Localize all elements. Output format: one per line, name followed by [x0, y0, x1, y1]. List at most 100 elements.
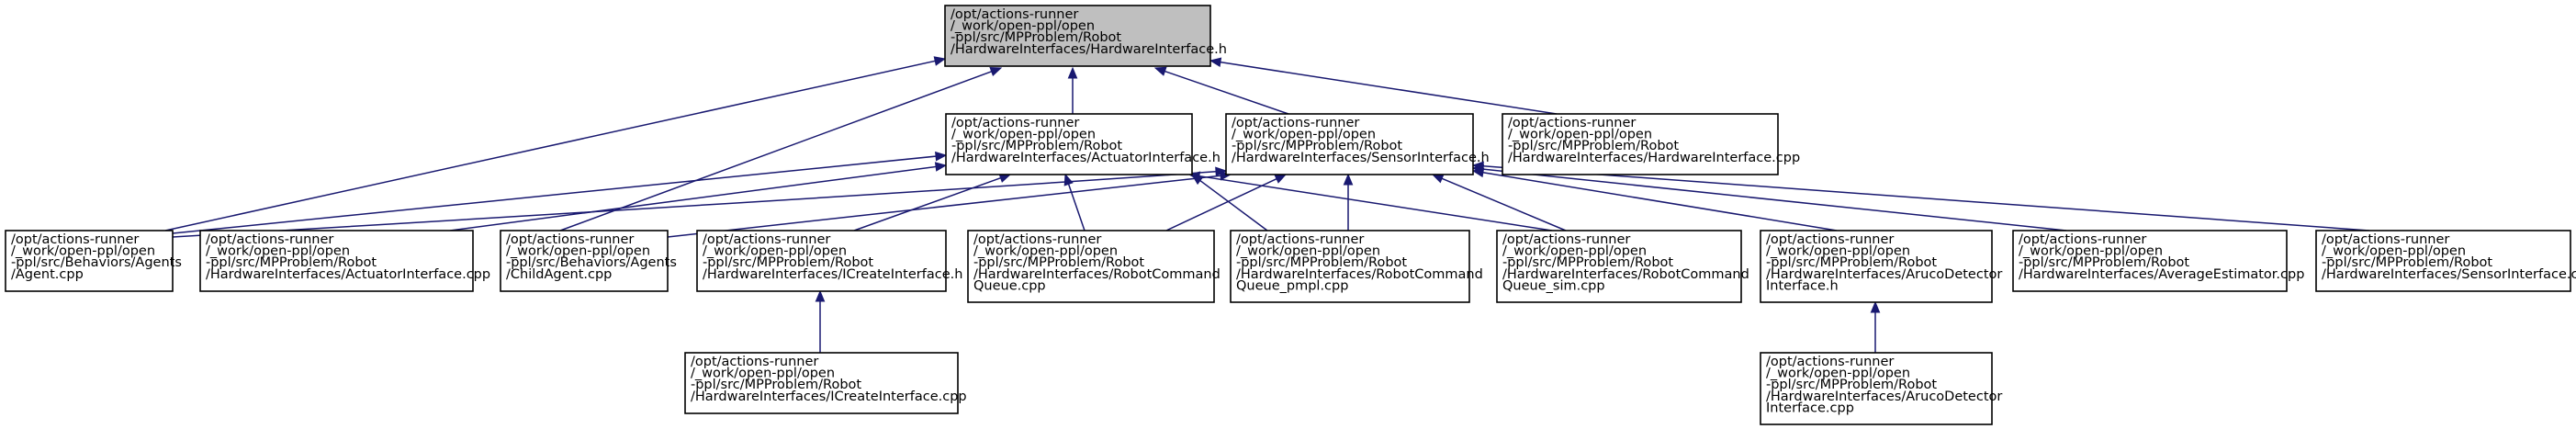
arrowhead-icon — [1870, 300, 1881, 313]
node-label-line: /_work/open-ppl/open — [2019, 244, 2163, 259]
node-label-line: /opt/actions-runner — [206, 232, 333, 247]
node-box — [944, 5, 1211, 67]
edge-icreate_cpp-to-icreate_h — [815, 289, 826, 353]
node-hw_h[interactable]: /opt/actions-runner/_work/open-ppl/open-… — [944, 5, 1227, 67]
node-sens_h[interactable]: /opt/actions-runner/_work/open-ppl/open-… — [1225, 113, 1490, 175]
node-sens_cpp[interactable]: /opt/actions-runner/_work/open-ppl/open-… — [2315, 230, 2576, 292]
edge-aruco_h-to-sens_h — [1471, 167, 1838, 231]
node-avg[interactable]: /opt/actions-runner/_work/open-ppl/open-… — [2012, 230, 2304, 292]
node-aruco_h[interactable]: /opt/actions-runner/_work/open-ppl/open-… — [1760, 230, 2002, 303]
node-label-line: /HardwareInterfaces/ArucoDetector — [1766, 267, 2002, 282]
node-label-line: /_work/open-ppl/open — [11, 244, 155, 259]
node-label-line: -ppl/src/Behaviors/Agents — [11, 255, 182, 270]
node-box — [1225, 113, 1474, 175]
node-label-line: /opt/actions-runner — [1236, 232, 1364, 247]
edge-line — [172, 171, 1217, 238]
edge-aruco_cpp-to-aruco_h — [1870, 300, 1881, 353]
arrowhead-icon — [1431, 174, 1445, 184]
node-label-line: /opt/actions-runner — [973, 232, 1101, 247]
node-label-line: /opt/actions-runner — [1502, 232, 1630, 247]
node-aruco_cpp[interactable]: /opt/actions-runner/_work/open-ppl/open-… — [1760, 352, 2002, 425]
edge-line — [1482, 168, 2067, 231]
node-agent[interactable]: /opt/actions-runner/_work/open-ppl/open-… — [5, 230, 182, 292]
node-label-line: /_work/open-ppl/open — [506, 244, 650, 259]
node-box — [2012, 230, 2288, 292]
node-label-line: /_work/open-ppl/open — [1766, 367, 1910, 381]
edge-rcq_pmpl-to-act_h — [1190, 174, 1268, 231]
node-label-line: /opt/actions-runner — [1766, 232, 1894, 247]
node-label-line: Interface.h — [1766, 278, 1839, 293]
edge-line — [667, 175, 1221, 238]
node-label-line: /HardwareInterfaces/SensorInterface.h — [1232, 151, 1490, 165]
node-rcq_sim[interactable]: /opt/actions-runner/_work/open-ppl/open-… — [1496, 230, 1749, 303]
node-label-line: /HardwareInterfaces/ICreateInterface.h — [703, 267, 962, 282]
arrowhead-icon — [815, 289, 826, 302]
node-label-line: /opt/actions-runner — [703, 232, 830, 247]
node-label-line: /_work/open-ppl/open — [951, 19, 1095, 34]
node-box — [684, 352, 959, 414]
edge-line — [1199, 179, 1268, 231]
edge-line — [1482, 172, 1838, 231]
node-label-line: /opt/actions-runner — [1508, 116, 1636, 130]
node-label-line: -ppl/src/Behaviors/Agents — [506, 255, 677, 270]
node-label-line: /opt/actions-runner — [506, 232, 634, 247]
node-hw_cpp[interactable]: /opt/actions-runner/_work/open-ppl/open-… — [1502, 113, 1800, 175]
node-label-line: -ppl/src/MPProblem/Robot — [951, 30, 1121, 45]
arrowhead-icon — [933, 56, 947, 66]
edge-hw_cpp-to-hw_h — [1209, 57, 1558, 115]
node-box — [1496, 230, 1742, 303]
node-label-line: -ppl/src/MPProblem/Robot — [1502, 255, 1673, 270]
node-box — [5, 230, 174, 292]
node-icreate_h[interactable]: /opt/actions-runner/_work/open-ppl/open-… — [696, 230, 962, 292]
node-label-line: -ppl/src/MPProblem/Robot — [951, 139, 1122, 153]
node-label-line: /opt/actions-runner — [11, 232, 139, 247]
node-label-line: /_work/open-ppl/open — [2322, 244, 2466, 259]
edge-child-to-hw_h — [559, 66, 1003, 231]
edge-rcq-to-sens_h — [1165, 174, 1288, 231]
arrowhead-icon — [1153, 66, 1167, 76]
node-label-line: /opt/actions-runner — [691, 355, 818, 369]
node-box — [1230, 230, 1470, 303]
node-icreate_cpp[interactable]: /opt/actions-runner/_work/open-ppl/open-… — [684, 352, 967, 414]
node-label-line: Queue.cpp — [973, 278, 1046, 293]
node-label-line: /ChildAgent.cpp — [506, 267, 612, 282]
node-box — [2315, 230, 2571, 292]
node-label-line: /_work/open-ppl/open — [691, 367, 835, 381]
node-label-line: /HardwareInterfaces/ICreateInterface.cpp — [691, 389, 967, 404]
node-label-line: -ppl/src/MPProblem/Robot — [1766, 255, 1937, 270]
node-box — [945, 113, 1193, 175]
node-label-line: -ppl/src/MPProblem/Robot — [206, 255, 377, 270]
node-rcq_pmpl[interactable]: /opt/actions-runner/_work/open-ppl/open-… — [1230, 230, 1483, 303]
node-label-line: -ppl/src/MPProblem/Robot — [1236, 255, 1407, 270]
edge-line — [1165, 177, 1277, 231]
node-label-line: /HardwareInterfaces/RobotCommand — [1502, 267, 1749, 282]
node-label-line: /opt/actions-runner — [1766, 355, 1894, 369]
node-label-line: -ppl/src/MPProblem/Robot — [1766, 378, 1937, 392]
node-box — [1760, 230, 1993, 303]
node-act_cpp[interactable]: /opt/actions-runner/_work/open-ppl/open-… — [199, 230, 490, 292]
arrowhead-icon — [934, 162, 948, 172]
node-box — [967, 230, 1215, 303]
node-label-line: /_work/open-ppl/open — [1236, 244, 1380, 259]
edge-line — [172, 155, 937, 234]
node-label-line: /HardwareInterfaces/HardwareInterface.h — [951, 42, 1227, 57]
edge-act_h-to-hw_h — [1067, 66, 1078, 114]
arrowhead-icon — [1471, 161, 1484, 172]
node-label-line: /Agent.cpp — [11, 267, 84, 282]
edge-act_cpp-to-act_h — [449, 162, 948, 231]
edge-line — [1164, 70, 1289, 115]
node-rcq[interactable]: /opt/actions-runner/_work/open-ppl/open-… — [967, 230, 1221, 303]
node-label-line: Queue_sim.cpp — [1502, 278, 1605, 293]
nodes-layer: /opt/actions-runner/_work/open-ppl/open-… — [5, 5, 2576, 425]
node-child[interactable]: /opt/actions-runner/_work/open-ppl/open-… — [500, 230, 677, 292]
node-box — [1502, 113, 1779, 175]
edge-agent-to-act_h — [172, 151, 948, 234]
arrowhead-icon — [1063, 173, 1074, 186]
arrowhead-icon — [935, 151, 948, 162]
node-label-line: /opt/actions-runner — [2019, 232, 2146, 247]
node-act_h[interactable]: /opt/actions-runner/_work/open-ppl/open-… — [945, 113, 1221, 175]
edge-line — [1441, 177, 1567, 231]
edge-agent-to-hw_h — [164, 56, 947, 231]
node-label-line: /HardwareInterfaces/SensorInterface.cpp — [2322, 267, 2576, 282]
